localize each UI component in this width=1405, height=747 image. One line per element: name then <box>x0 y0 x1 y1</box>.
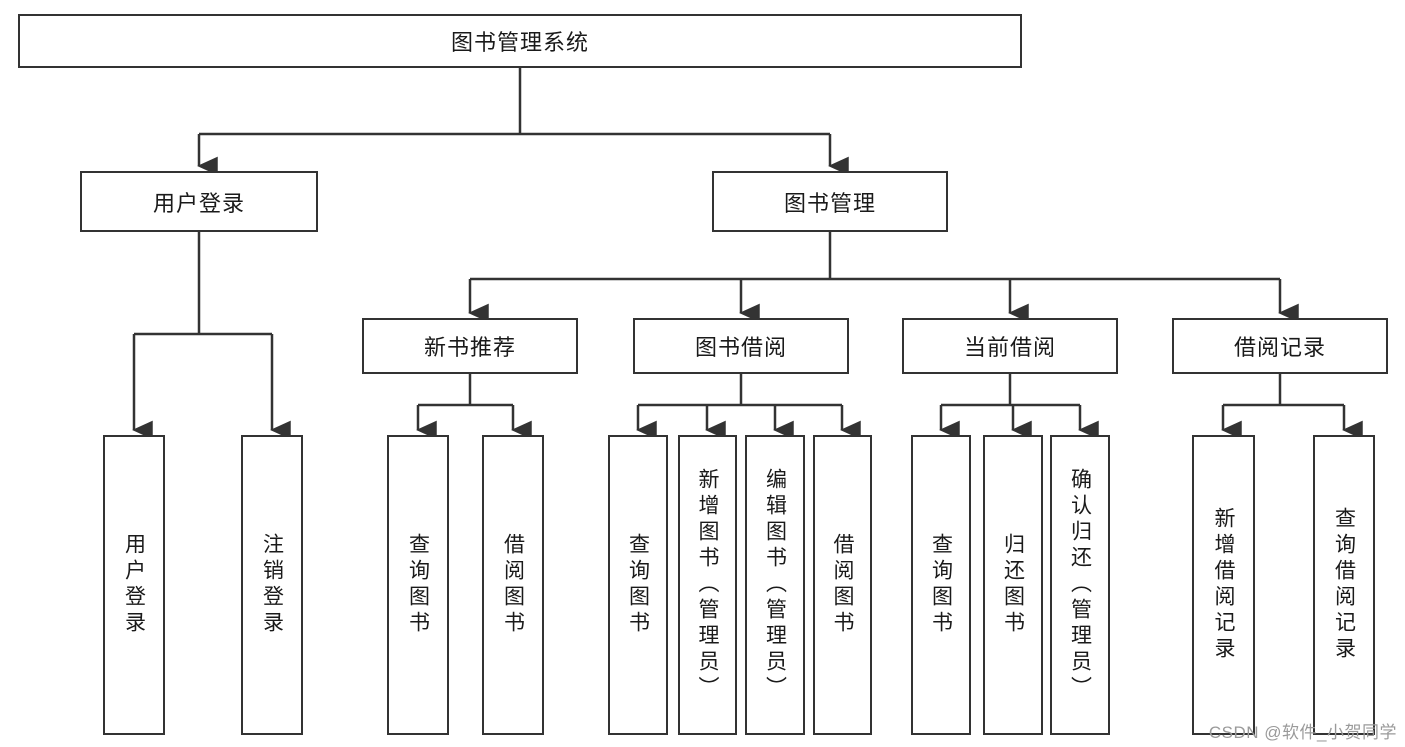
node-leaf-add-record[interactable]: 新增借阅记录 <box>1192 435 1255 735</box>
node-new-book-recommend-label: 新书推荐 <box>423 335 516 360</box>
node-leaf-user-login[interactable]: 用户登录 <box>103 435 165 735</box>
node-leaf-borrow-book-2-label: 借阅图书 <box>831 533 854 637</box>
node-book-borrow-label: 图书借阅 <box>694 335 787 360</box>
node-leaf-confirm-return[interactable]: 确认归还（管理员） <box>1050 435 1110 735</box>
node-borrow-record-label: 借阅记录 <box>1233 335 1326 360</box>
node-book-manage-label: 图书管理 <box>783 190 876 216</box>
node-leaf-confirm-return-label: 确认归还（管理员） <box>1068 468 1092 702</box>
node-leaf-query-record[interactable]: 查询借阅记录 <box>1313 435 1375 735</box>
node-leaf-query-record-label: 查询借阅记录 <box>1332 507 1356 663</box>
node-leaf-return-book[interactable]: 归还图书 <box>983 435 1043 735</box>
node-leaf-query-book-3-label: 查询图书 <box>929 533 953 637</box>
node-leaf-add-book-label: 新增图书（管理员） <box>696 468 719 702</box>
node-leaf-logout[interactable]: 注销登录 <box>241 435 303 735</box>
node-root[interactable]: 图书管理系统 <box>18 14 1022 68</box>
node-leaf-return-book-label: 归还图书 <box>1001 533 1025 637</box>
node-leaf-logout-label: 注销登录 <box>260 533 284 637</box>
node-new-book-recommend[interactable]: 新书推荐 <box>362 318 578 374</box>
node-leaf-query-book-2[interactable]: 查询图书 <box>608 435 668 735</box>
node-leaf-user-login-label: 用户登录 <box>122 533 146 637</box>
node-book-borrow[interactable]: 图书借阅 <box>633 318 849 374</box>
node-borrow-record[interactable]: 借阅记录 <box>1172 318 1388 374</box>
node-leaf-query-book-2-label: 查询图书 <box>626 533 650 637</box>
node-leaf-edit-book[interactable]: 编辑图书（管理员） <box>745 435 805 735</box>
node-leaf-edit-book-label: 编辑图书（管理员） <box>763 468 787 702</box>
node-leaf-query-book-1[interactable]: 查询图书 <box>387 435 449 735</box>
node-leaf-add-record-label: 新增借阅记录 <box>1212 507 1235 663</box>
node-leaf-add-book[interactable]: 新增图书（管理员） <box>678 435 737 735</box>
node-leaf-borrow-book-2[interactable]: 借阅图书 <box>813 435 872 735</box>
node-current-borrow[interactable]: 当前借阅 <box>902 318 1118 374</box>
node-leaf-query-book-3[interactable]: 查询图书 <box>911 435 971 735</box>
node-leaf-borrow-book-1[interactable]: 借阅图书 <box>482 435 544 735</box>
node-user-login[interactable]: 用户登录 <box>80 171 318 232</box>
watermark-text: CSDN @软件_小贺同学 <box>1208 723 1397 742</box>
node-user-login-label: 用户登录 <box>152 190 245 216</box>
node-current-borrow-label: 当前借阅 <box>963 335 1056 360</box>
node-book-manage[interactable]: 图书管理 <box>712 171 948 232</box>
node-leaf-query-book-1-label: 查询图书 <box>406 533 430 637</box>
node-root-label: 图书管理系统 <box>450 30 589 55</box>
node-leaf-borrow-book-1-label: 借阅图书 <box>501 533 525 637</box>
